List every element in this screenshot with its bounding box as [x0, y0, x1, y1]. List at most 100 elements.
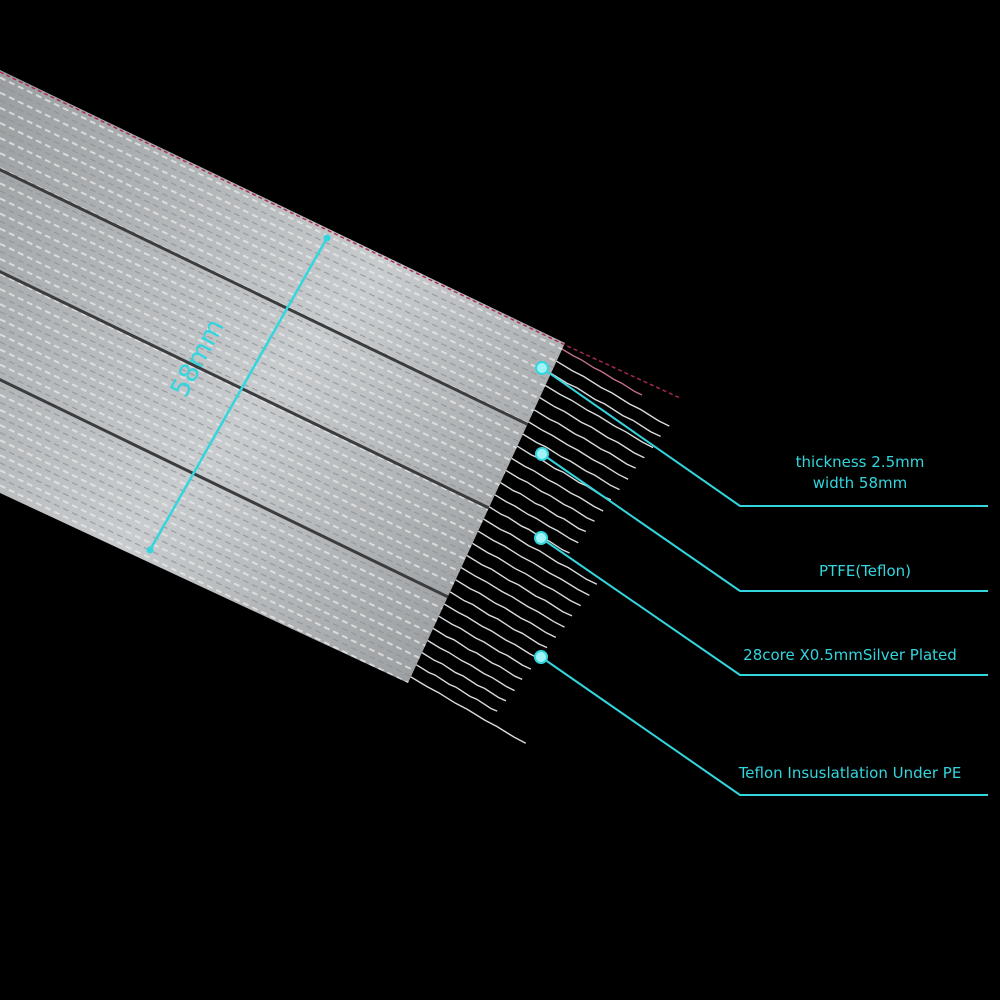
callout-teflon-insulation: Teflon Insuslatlation Under PE — [700, 763, 1000, 784]
exposed-wire — [522, 433, 620, 491]
conductor-striation — [0, 293, 565, 683]
conductor-striation — [0, 225, 565, 637]
exposed-wire — [550, 372, 661, 438]
conductor-striation — [0, 172, 565, 583]
exposed-wire — [533, 409, 636, 469]
exposed-wire — [438, 615, 532, 670]
conductor-striation — [0, 263, 565, 674]
leader-line-teflon — [540, 656, 988, 796]
exposed-wire — [472, 542, 582, 607]
exposed-wire — [432, 627, 523, 681]
exposed-wire — [561, 348, 643, 396]
conductor-striation — [0, 391, 565, 683]
conductor-striation — [0, 421, 565, 683]
callout-thickness-width: thickness 2.5mm width 58mm — [760, 452, 960, 494]
conductor-striation — [0, 233, 565, 644]
exposed-wire — [455, 579, 557, 639]
conductor-striation — [0, 89, 565, 501]
conductor-striation — [0, 436, 565, 683]
conductor-striation — [0, 459, 565, 683]
exposed-wire — [416, 664, 498, 712]
group-separators — [0, 158, 561, 612]
exposed-wire — [421, 652, 507, 702]
conductor-striation — [0, 354, 565, 683]
conductor-striation — [0, 308, 565, 683]
conductor-striation — [0, 369, 565, 683]
exposed-wire — [545, 384, 654, 449]
conductor-striation — [0, 70, 565, 463]
exposed-wire — [528, 421, 629, 480]
conductor-striation — [0, 331, 565, 683]
conductor-striation — [0, 74, 565, 486]
exposed-wire-ends — [410, 348, 670, 744]
conductor-striation — [0, 218, 565, 629]
leader-line-thickness — [541, 367, 988, 507]
conductor-striation — [0, 399, 565, 683]
conductor-striation — [0, 203, 565, 614]
callout-core-text: 28core X0.5mmSilver Plated — [743, 646, 957, 664]
callout-leader-lines — [540, 367, 988, 796]
conductor-striation — [0, 210, 565, 622]
conductor-striation — [0, 339, 565, 683]
conductor-striation — [0, 376, 565, 683]
conductor-striation — [0, 248, 565, 659]
exposed-wire — [556, 360, 670, 427]
conductor-striation — [0, 414, 565, 683]
conductor-striation — [0, 157, 565, 568]
exposed-wire — [444, 603, 540, 660]
conductor-striation — [0, 82, 565, 493]
conductor-striation — [0, 127, 565, 538]
separator-line-2 — [0, 260, 521, 525]
callout-ptfe-text: PTFE(Teflon) — [819, 562, 911, 580]
exposed-wire — [539, 397, 645, 459]
conductor-striation — [0, 429, 565, 683]
conductor-striation — [0, 255, 565, 667]
conductor-striation — [0, 70, 565, 471]
conductor-striation — [0, 180, 565, 591]
exposed-wire — [494, 494, 579, 544]
exposed-wire — [483, 518, 598, 585]
width-dimension-arrow — [146, 234, 331, 554]
callout-thickness-line1: thickness 2.5mm — [795, 453, 925, 471]
conductor-striation — [0, 142, 565, 553]
conductor-striation — [0, 406, 565, 683]
exposed-wire — [488, 506, 570, 554]
conductor-striation — [0, 165, 565, 576]
marker-teflon — [534, 650, 548, 664]
exposed-wire — [511, 457, 604, 512]
callout-ptfe: PTFE(Teflon) — [765, 561, 965, 582]
marker-ptfe — [535, 447, 549, 461]
conductor-striation — [0, 240, 565, 652]
exposed-wire — [505, 469, 595, 522]
conductor-striation — [0, 112, 565, 523]
dimension-arrow-top-end — [323, 234, 331, 242]
exposed-wire — [500, 482, 587, 533]
conductor-striation — [0, 270, 565, 682]
conductor-striation — [0, 97, 565, 508]
leader-line-core — [540, 537, 988, 676]
exposed-wire — [449, 591, 548, 649]
conductor-striation — [0, 300, 565, 683]
exposed-wire — [477, 530, 590, 597]
conductor-striation — [0, 444, 565, 683]
ribbon-cable-body — [0, 70, 565, 683]
dimension-arrow-bottom-end — [146, 546, 154, 554]
conductor-striations — [0, 70, 565, 683]
callout-teflon-text: Teflon Insuslatlation Under PE — [738, 764, 962, 782]
conductor-striation — [0, 188, 565, 599]
separator-line-1 — [0, 158, 561, 442]
callout-thickness-line2: width 58mm — [812, 474, 908, 492]
conductor-striation — [0, 119, 565, 531]
exposed-wire — [410, 676, 527, 744]
exposed-wire — [466, 554, 573, 617]
conductor-striation — [0, 134, 565, 546]
conductor-striation — [0, 467, 565, 683]
conductor-striation — [0, 452, 565, 683]
callout-core: 28core X0.5mmSilver Plated — [700, 645, 1000, 666]
separator-line-3 — [0, 368, 476, 612]
conductor-striation — [0, 285, 565, 683]
conductor-striation — [0, 384, 565, 683]
conductor-striation — [0, 323, 565, 683]
marker-thickness — [535, 361, 549, 375]
leader-line-ptfe — [541, 453, 988, 592]
